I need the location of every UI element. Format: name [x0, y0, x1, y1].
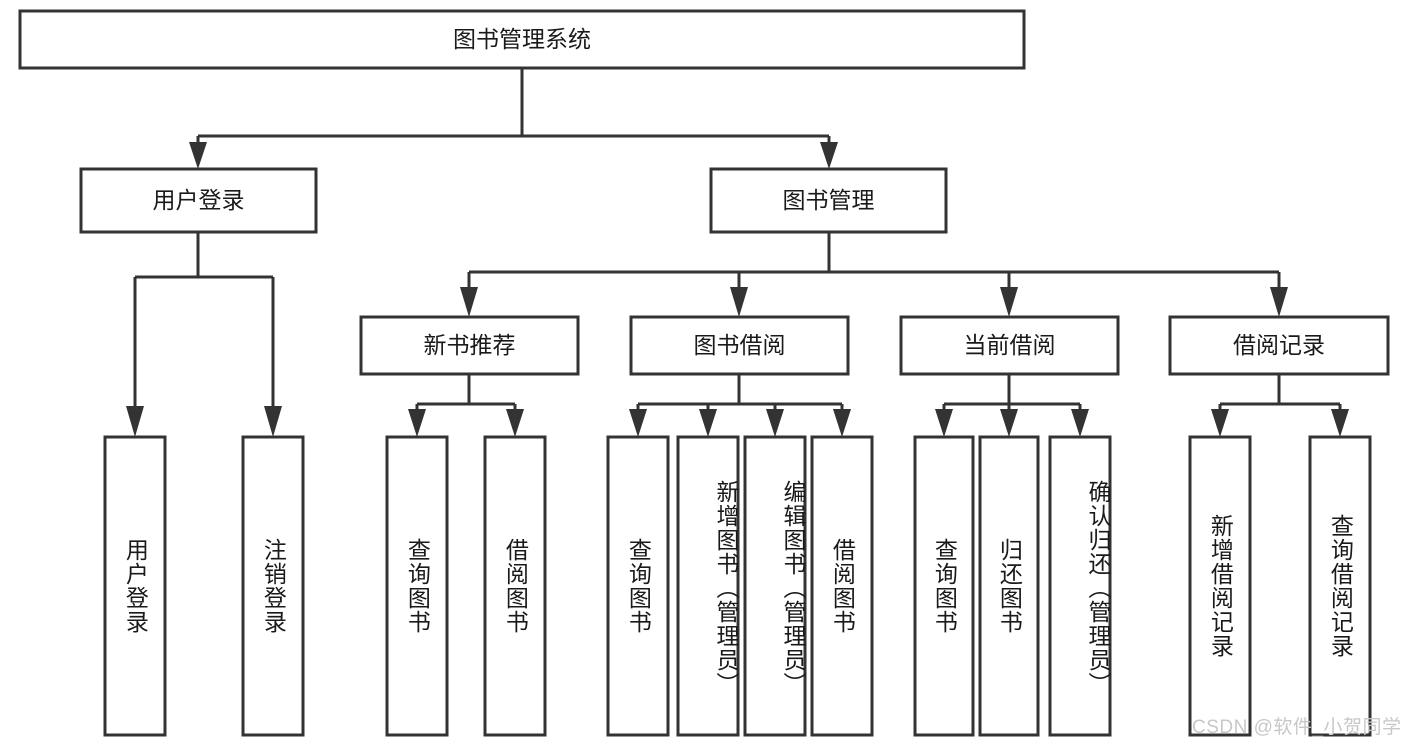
- edge-new-book-recommend-to-leaves: [408, 374, 524, 437]
- leaf-borrow-book-box[interactable]: [810, 435, 874, 737]
- leaf-borrow-book-recommend-box[interactable]: [483, 435, 547, 737]
- leaf-query-book-borrow-box[interactable]: [606, 435, 670, 737]
- arrow-to-book-management: [820, 142, 838, 169]
- leaf-query-book-recommend-box[interactable]: [385, 435, 449, 737]
- leaf-return-book-box[interactable]: [978, 435, 1040, 737]
- edge-root-to-level2: [189, 68, 838, 169]
- leaf-logout-box[interactable]: [241, 435, 305, 737]
- edge-book-borrow-to-leaves: [629, 374, 851, 437]
- edge-borrow-record-to-leaves: [1211, 374, 1349, 437]
- node-book-management-box[interactable]: [709, 167, 948, 234]
- leaf-confirm-return-box[interactable]: [1048, 435, 1112, 737]
- node-borrow-record-box[interactable]: [1168, 315, 1390, 376]
- leaf-query-borrow-record-box[interactable]: [1308, 435, 1372, 737]
- leaf-query-book-current-box[interactable]: [913, 435, 975, 737]
- edge-user-login-to-leaves: [126, 232, 282, 437]
- edge-current-borrow-to-leaves: [935, 374, 1089, 437]
- node-root-box[interactable]: [18, 9, 1026, 70]
- node-new-book-recommend-box[interactable]: [359, 315, 580, 376]
- edge-book-management-to-level3: [460, 232, 1288, 317]
- leaf-add-book-box[interactable]: [676, 435, 740, 737]
- leaf-user-login-box[interactable]: [103, 435, 167, 737]
- leaf-add-borrow-record-box[interactable]: [1188, 435, 1252, 737]
- node-user-login-box[interactable]: [79, 167, 318, 234]
- watermark-text: CSDN @软件_小贺同学: [1192, 717, 1402, 738]
- node-current-borrow-box[interactable]: [899, 315, 1120, 376]
- node-book-borrow-box[interactable]: [629, 315, 850, 376]
- arrow-to-user-login: [189, 142, 207, 169]
- leaf-edit-book-box[interactable]: [743, 435, 807, 737]
